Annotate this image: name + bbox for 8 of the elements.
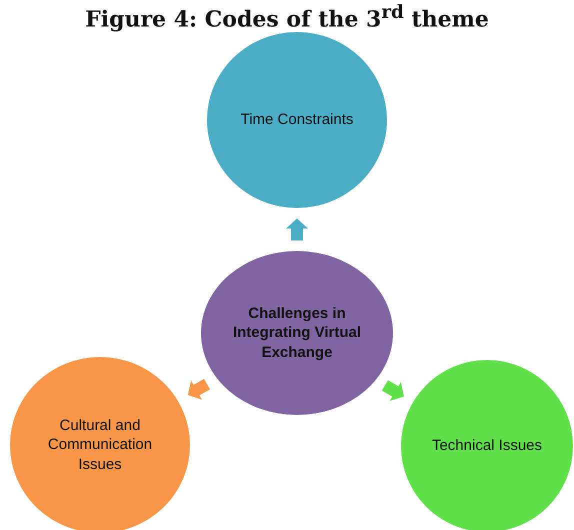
block-arrow [188, 378, 210, 400]
node-label: Technical Issues [432, 436, 542, 456]
node-label: Time Constraints [240, 110, 354, 130]
node-label: Cultural and Communication Issues [46, 416, 154, 474]
block-arrow [382, 380, 404, 401]
block-arrow [286, 218, 308, 240]
figure-title: Figure 4: Codes of the 3$^{rd}$ theme [84, 2, 490, 32]
node-label: Challenges in Integrating Virtual Exchange [232, 304, 362, 362]
